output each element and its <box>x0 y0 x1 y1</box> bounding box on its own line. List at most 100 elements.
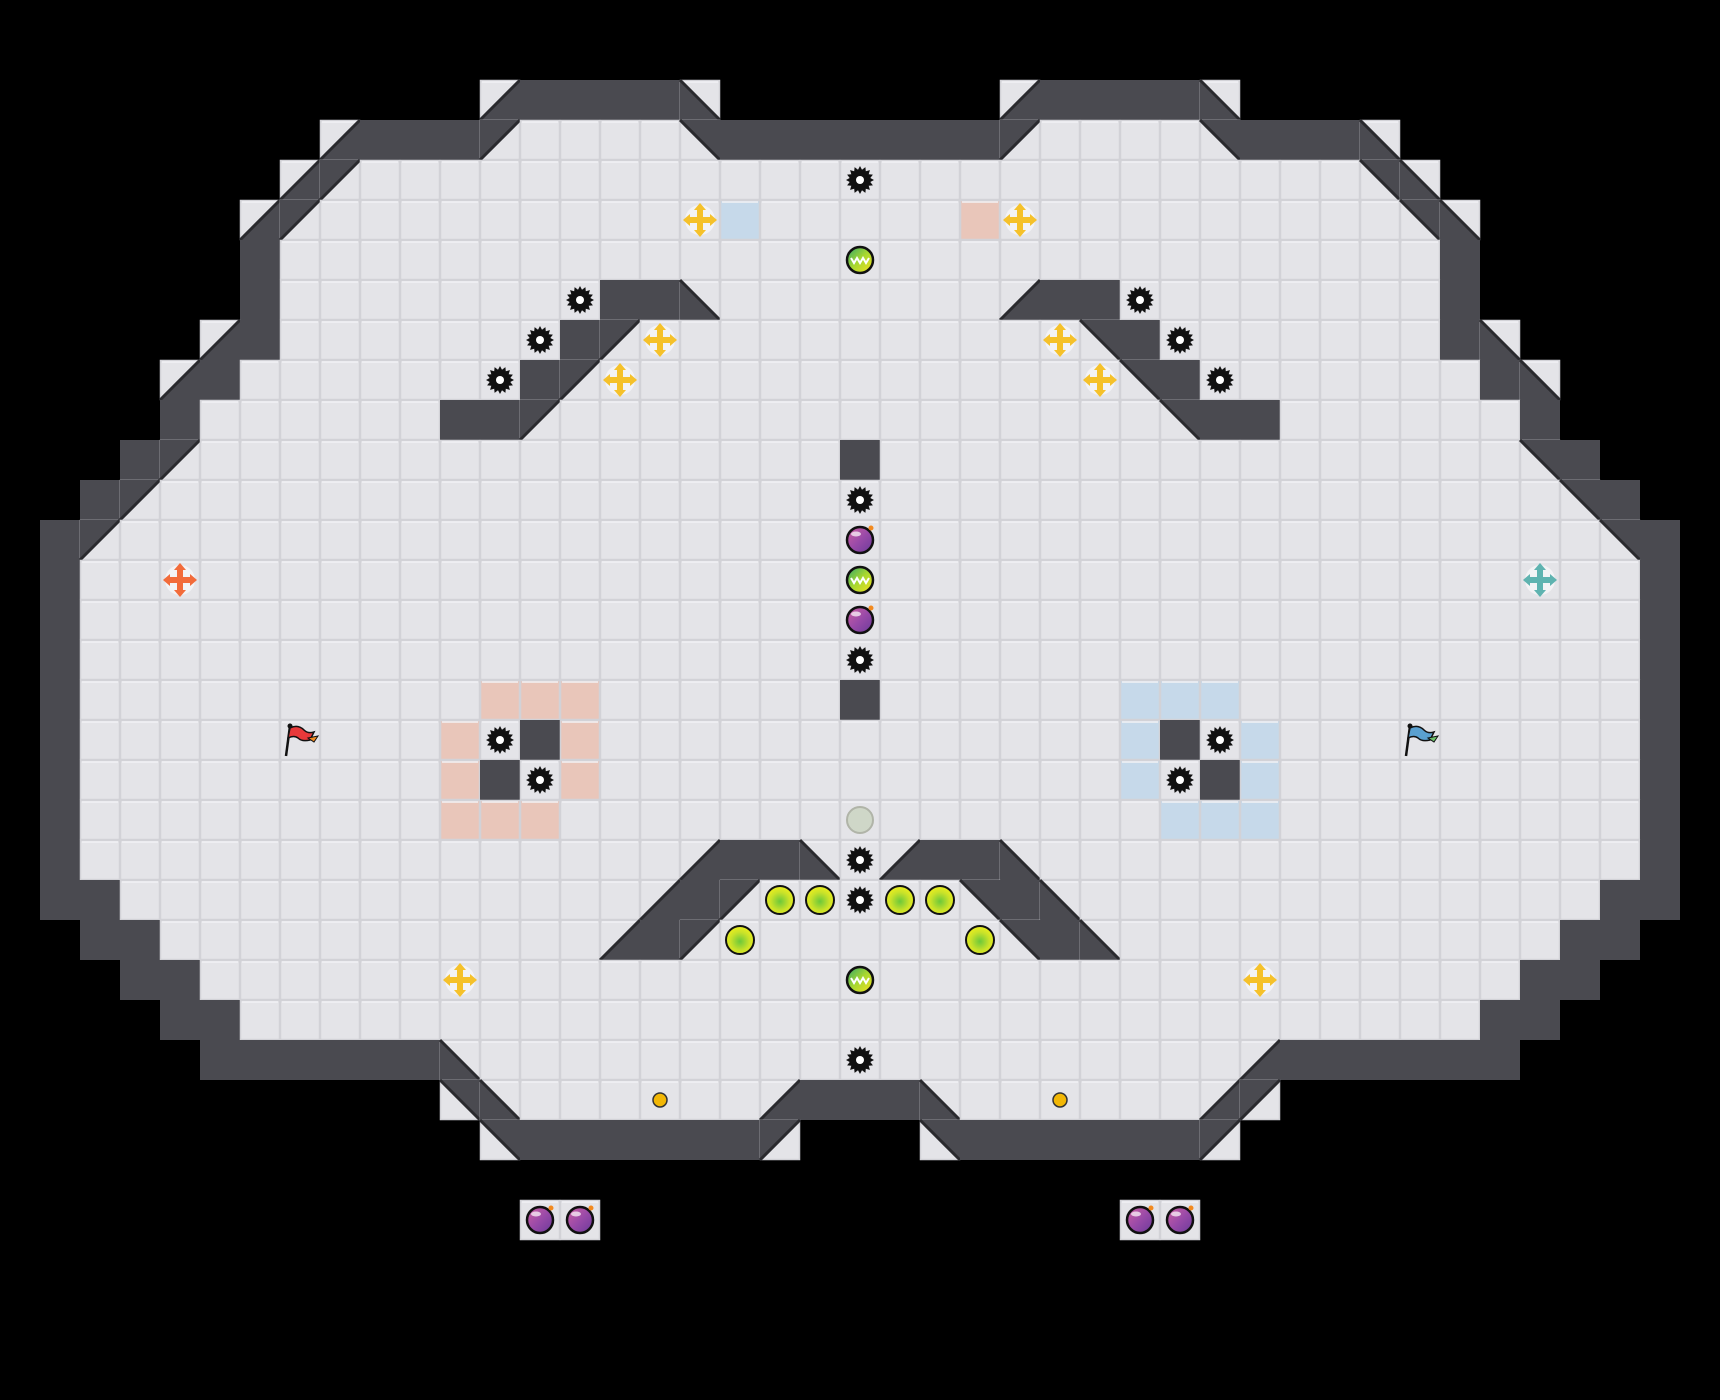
floor-tile <box>839 719 881 761</box>
floor-tile <box>1039 359 1081 401</box>
floor-tile <box>1199 559 1241 601</box>
floor-tile <box>199 639 241 681</box>
floor-tile <box>599 479 641 521</box>
diagonal-wall-tile <box>78 518 122 562</box>
floor-tile <box>1479 959 1521 1001</box>
floor-tile <box>1359 719 1401 761</box>
neutral-boost-icon <box>1003 203 1037 237</box>
wall-tile <box>200 360 240 400</box>
floor-tile <box>1039 999 1081 1041</box>
floor-tile <box>1039 599 1081 641</box>
floor-tile <box>519 159 561 201</box>
floor-tile <box>1119 839 1161 881</box>
diagonal-wall-tile <box>478 118 522 162</box>
floor-tile <box>1119 159 1161 201</box>
wall-tile <box>40 800 80 840</box>
floor-tile <box>319 319 361 361</box>
floor-tile <box>999 599 1041 641</box>
floor-tile <box>1119 479 1161 521</box>
floor-tile <box>559 879 601 921</box>
floor-tile <box>879 439 921 481</box>
floor-tile <box>799 399 841 441</box>
spike-icon <box>526 766 554 794</box>
floor-tile <box>159 479 201 521</box>
floor-tile <box>359 719 401 761</box>
floor-tile <box>839 919 881 961</box>
floor-tile <box>79 719 121 761</box>
spike-icon <box>486 366 514 394</box>
floor-tile <box>519 559 561 601</box>
floor-tile <box>559 599 601 641</box>
floor-tile <box>79 599 121 641</box>
wall-tile <box>560 1120 600 1160</box>
floor-tile <box>1039 519 1081 561</box>
diagonal-wall-tile <box>278 198 322 242</box>
floor-tile <box>1399 839 1441 881</box>
floor-tile <box>399 559 441 601</box>
wall-tile <box>1600 880 1640 920</box>
floor-tile <box>319 999 361 1041</box>
floor-tile <box>479 559 521 601</box>
floor-tile <box>1239 599 1281 641</box>
floor-tile <box>1039 239 1081 281</box>
floor-tile <box>439 559 481 601</box>
floor-tile <box>1359 959 1401 1001</box>
floor-tile <box>1319 479 1361 521</box>
floor-tile <box>759 679 801 721</box>
floor-tile <box>1559 839 1601 881</box>
floor-tile <box>1279 479 1321 521</box>
floor-tile <box>279 959 321 1001</box>
floor-tile <box>679 959 721 1001</box>
neutral-boost-icon <box>443 963 477 997</box>
wall-tile <box>1520 960 1560 1000</box>
wall-tile <box>680 880 720 920</box>
floor-tile <box>239 359 281 401</box>
floor-tile <box>439 879 481 921</box>
floor-tile <box>519 639 561 681</box>
bomb-icon <box>565 1205 595 1235</box>
floor-tile <box>879 999 921 1041</box>
floor-tile <box>1079 1039 1121 1081</box>
floor-tile <box>1399 479 1441 521</box>
floor-tile <box>1119 239 1161 281</box>
diagonal-wall-tile <box>238 198 282 242</box>
floor-tile <box>1319 639 1361 681</box>
floor-tile <box>639 479 681 521</box>
floor-tile <box>1479 639 1521 681</box>
wall-tile <box>1200 400 1240 440</box>
floor-tile <box>919 759 961 801</box>
floor-tile <box>319 679 361 721</box>
wall-tile <box>520 360 560 400</box>
floor-tile <box>1159 159 1201 201</box>
floor-tile <box>159 719 201 761</box>
floor-tile <box>199 719 241 761</box>
floor-tile <box>1279 359 1321 401</box>
diagonal-wall-tile <box>1198 78 1242 122</box>
diagonal-wall-tile <box>678 838 722 882</box>
floor-tile <box>799 999 841 1041</box>
floor-tile <box>359 439 401 481</box>
floor-tile <box>919 999 961 1041</box>
floor-tile <box>1279 599 1321 641</box>
floor-tile <box>159 599 201 641</box>
floor-tile <box>599 159 641 201</box>
floor-tile <box>479 319 521 361</box>
floor-tile <box>959 999 1001 1041</box>
diagonal-wall-tile <box>598 918 642 962</box>
floor-tile <box>1119 1039 1161 1081</box>
wall-tile <box>1160 720 1200 760</box>
floor-tile <box>599 199 641 241</box>
floor-tile <box>1199 879 1241 921</box>
spike-icon <box>1126 286 1154 314</box>
floor-tile <box>639 559 681 601</box>
floor-tile <box>1239 879 1281 921</box>
floor-tile <box>1439 839 1481 881</box>
floor-tile <box>479 639 521 681</box>
floor-tile <box>1479 399 1521 441</box>
floor-tile <box>1319 879 1361 921</box>
floor-tile <box>799 439 841 481</box>
floor-tile <box>1279 919 1321 961</box>
floor-tile <box>799 479 841 521</box>
wall-tile <box>1560 960 1600 1000</box>
